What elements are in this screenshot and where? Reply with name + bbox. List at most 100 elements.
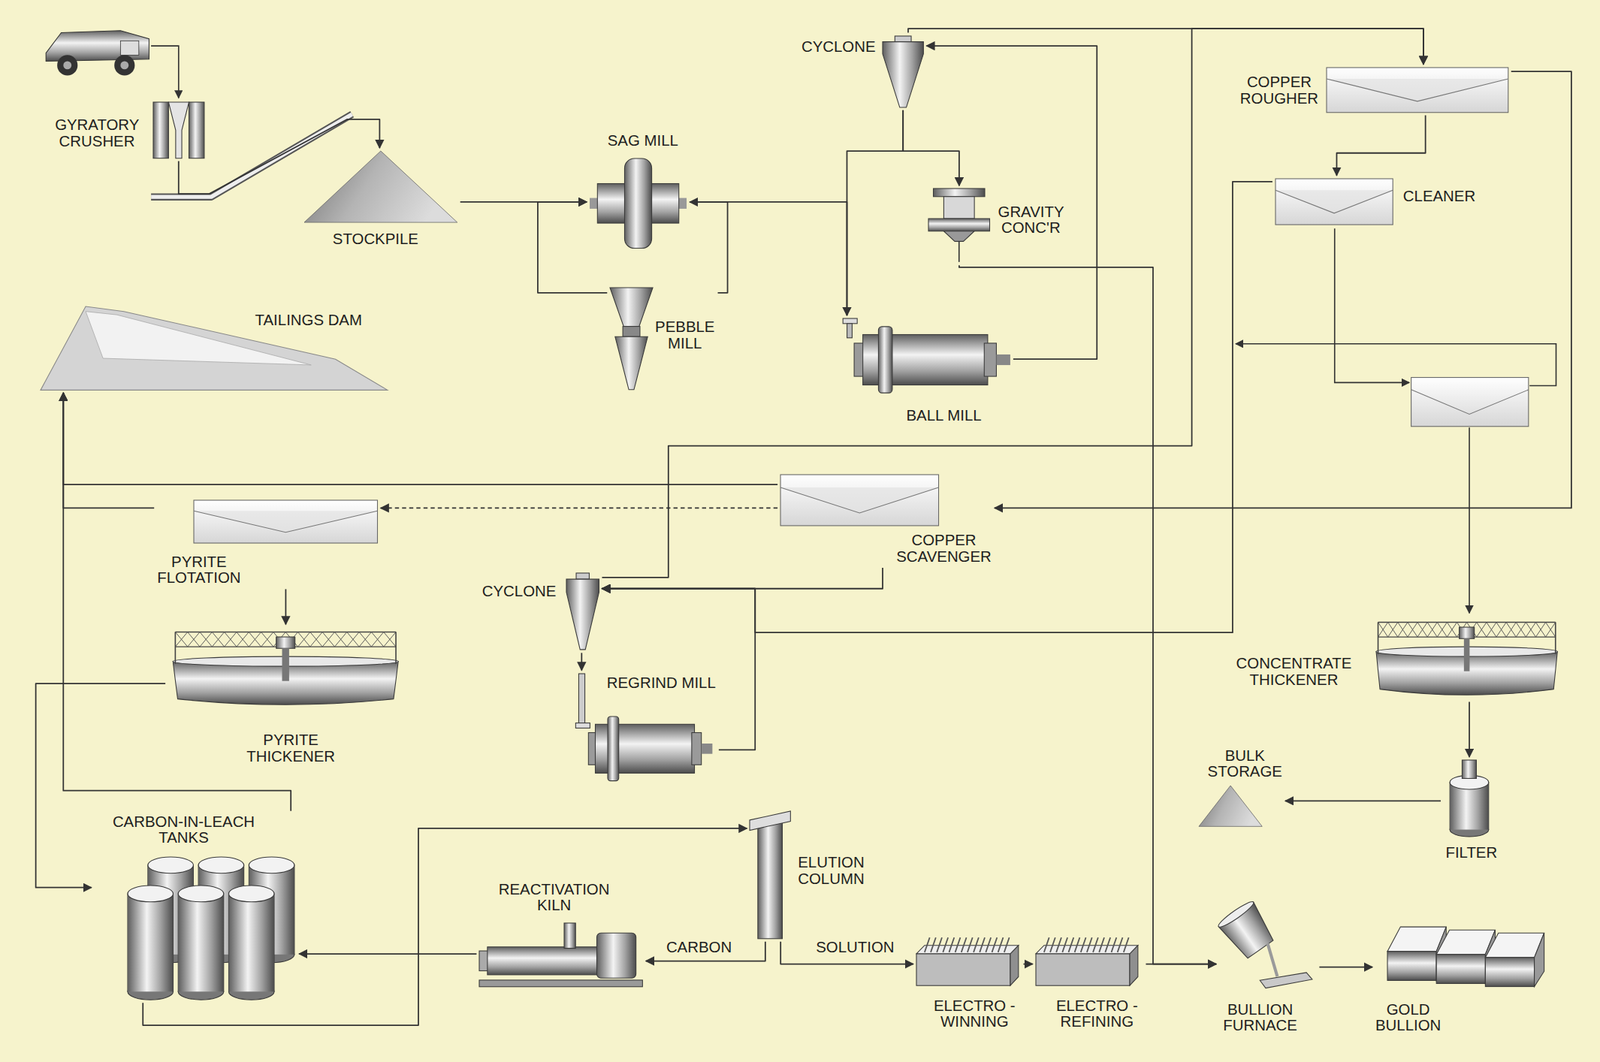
equipment-icon-part bbox=[1116, 937, 1123, 953]
equipment-label: PYRITE THICKENER bbox=[246, 732, 336, 765]
equipment-icon-part bbox=[1378, 621, 1389, 637]
equipment-unit: REGRIND MILL bbox=[571, 670, 719, 784]
equipment-icon-part bbox=[1377, 621, 1380, 654]
equipment-icon-part bbox=[487, 947, 602, 976]
equipment-icon-part bbox=[1545, 621, 1556, 637]
flow-line bbox=[601, 28, 1423, 578]
equipment-icon-part bbox=[322, 632, 335, 648]
equipment-icon-part bbox=[1536, 621, 1546, 637]
equipment-unit: CARBON-IN-LEACH TANKS bbox=[91, 811, 299, 1003]
equipment-icon-part bbox=[1417, 621, 1428, 637]
equipment-icon-part bbox=[1515, 621, 1526, 637]
equipment-icon-part bbox=[1326, 78, 1509, 102]
equipment-icon-part bbox=[335, 632, 348, 648]
equipment-icon-part bbox=[322, 632, 335, 648]
equipment-label: ELECTRO -WINNING bbox=[928, 998, 1021, 1031]
equipment-icon-part bbox=[298, 632, 311, 648]
flow-line bbox=[601, 181, 1272, 633]
equipment-icon-part bbox=[1485, 933, 1545, 959]
equipment-icon-part bbox=[1388, 621, 1398, 637]
equipment-icon bbox=[1219, 902, 1317, 1000]
equipment-icon-part bbox=[298, 632, 311, 648]
equipment-icon-part-part bbox=[607, 716, 619, 782]
equipment-icon-part bbox=[842, 318, 858, 324]
equipment-unit: STOCKPILE bbox=[301, 147, 461, 251]
equipment-icon-part bbox=[1397, 621, 1408, 637]
equipment-icon-part bbox=[624, 158, 653, 249]
equipment-icon-part bbox=[1387, 926, 1447, 952]
equipment-icon-part bbox=[973, 937, 979, 953]
equipment-icon-part bbox=[998, 937, 1004, 953]
haul-truck-part bbox=[57, 54, 78, 76]
equipment-label: PYRITE FLOTATION bbox=[156, 554, 241, 587]
equipment-icon bbox=[566, 573, 599, 650]
equipment-unit: CYCLONE bbox=[479, 570, 603, 653]
equipment-icon-part bbox=[933, 188, 985, 197]
equipment-label: CLEANER bbox=[1403, 188, 1476, 205]
equipment-icon-part bbox=[1044, 937, 1050, 953]
equipment-icon-part bbox=[1525, 621, 1536, 637]
equipment-icon-part bbox=[649, 183, 680, 224]
equipment-icon-part bbox=[1554, 621, 1557, 654]
equipment-icon-part bbox=[882, 41, 924, 107]
equipment-icon bbox=[1387, 923, 1551, 1000]
equipment-icon-part bbox=[578, 673, 585, 728]
equipment-unit: CLEANER bbox=[1272, 175, 1479, 228]
equipment-icon-part bbox=[924, 937, 930, 953]
equipment-icon-part bbox=[1436, 621, 1447, 637]
equipment-icon-part bbox=[188, 102, 204, 159]
equipment-icon-part bbox=[991, 937, 997, 953]
equipment-icon bbox=[882, 36, 924, 108]
equipment-label: CARBON-IN-LEACH TANKS bbox=[94, 814, 274, 847]
equipment-icon-part bbox=[1459, 627, 1475, 639]
flow-line bbox=[1285, 800, 1441, 802]
equipment-icon-part bbox=[780, 487, 939, 514]
equipment-icon-part bbox=[1427, 621, 1437, 637]
equipment-icon bbox=[1372, 617, 1561, 700]
equipment-icon-part bbox=[236, 632, 249, 648]
equipment-icon-part bbox=[127, 893, 174, 992]
equipment-icon-part bbox=[153, 102, 169, 159]
equipment-icon bbox=[836, 318, 1011, 393]
equipment-icon-part bbox=[1378, 621, 1389, 637]
equipment-icon-part bbox=[1446, 621, 1457, 637]
equipment-icon-part bbox=[948, 937, 954, 953]
flow-line bbox=[380, 507, 778, 510]
equipment-label: FILTER bbox=[1445, 845, 1498, 861]
haul-truck-part bbox=[63, 60, 72, 70]
equipment-icon-part bbox=[261, 632, 274, 648]
equipment-icon-part bbox=[780, 487, 939, 514]
equipment-icon-part bbox=[854, 326, 1011, 393]
equipment-icon-part bbox=[304, 150, 458, 223]
equipment-icon-part-part bbox=[996, 354, 1010, 366]
equipment-icon-part bbox=[1123, 937, 1130, 953]
equipment-icon-part bbox=[187, 632, 200, 648]
equipment-icon-part bbox=[1050, 937, 1056, 953]
equipment-icon-part bbox=[958, 241, 960, 263]
equipment-icon-part bbox=[1104, 937, 1111, 953]
equipment-icon-part bbox=[1275, 190, 1393, 214]
flow-line bbox=[908, 28, 1424, 65]
equipment-icon-part bbox=[1068, 937, 1074, 953]
equipment-icon-part bbox=[282, 649, 290, 682]
equipment-icon-part bbox=[1074, 937, 1080, 953]
equipment-icon-part bbox=[228, 893, 275, 992]
equipment-icon-part bbox=[979, 937, 985, 953]
equipment-icon bbox=[589, 158, 687, 249]
equipment-icon-part bbox=[1462, 760, 1477, 779]
equipment-icon bbox=[304, 150, 458, 223]
stream-label: SOLUTION bbox=[813, 939, 897, 956]
equipment-icon-part bbox=[261, 632, 274, 648]
equipment-icon-part bbox=[395, 632, 397, 665]
equipment-icon-part bbox=[347, 632, 360, 648]
equipment-icon-part bbox=[178, 885, 224, 903]
equipment-icon-part bbox=[1086, 937, 1093, 953]
equipment-icon-part bbox=[1004, 937, 1010, 953]
equipment-icon-part bbox=[1407, 621, 1418, 637]
recleaner-cell-part bbox=[1411, 389, 1529, 415]
equipment-icon-part bbox=[310, 632, 323, 648]
equipment-unit: PEBBLE MILL bbox=[606, 284, 718, 393]
equipment-icon-part bbox=[566, 579, 599, 651]
equipment-icon-part bbox=[228, 893, 275, 992]
